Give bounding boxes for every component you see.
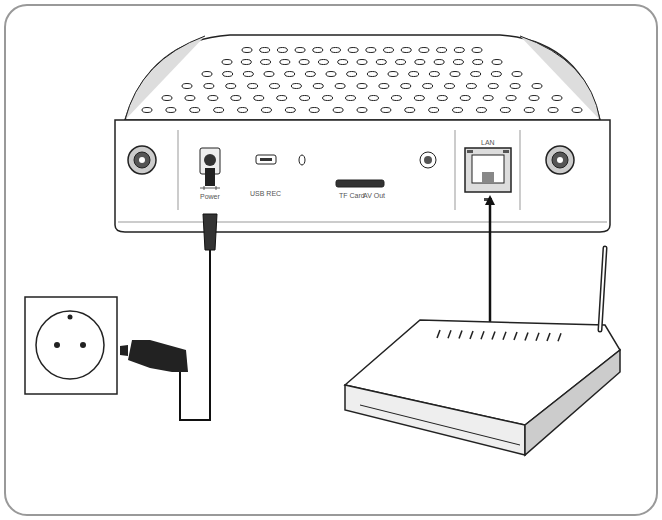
frame: [5, 5, 657, 515]
rf-connector: [128, 146, 156, 174]
usb-port: [256, 155, 276, 164]
port-label: AV Out: [363, 192, 385, 199]
router: [345, 248, 620, 455]
led: [299, 155, 305, 165]
wall-socket: [25, 297, 117, 394]
dc-jack: [200, 148, 220, 190]
port-label: Power: [200, 193, 220, 200]
device-top: [125, 35, 600, 120]
vent-holes: [142, 48, 582, 113]
port-label: USB REC: [250, 190, 281, 197]
port-label: LAN: [481, 139, 495, 146]
av-jack: [420, 152, 436, 168]
back-panel: [115, 120, 610, 232]
ethernet-cable: [489, 200, 492, 330]
lan-port: [465, 148, 511, 192]
card-slot: [336, 180, 384, 187]
power-cable: [120, 168, 217, 420]
rf-connector: [546, 146, 574, 174]
port-label: TF Card: [339, 192, 365, 199]
